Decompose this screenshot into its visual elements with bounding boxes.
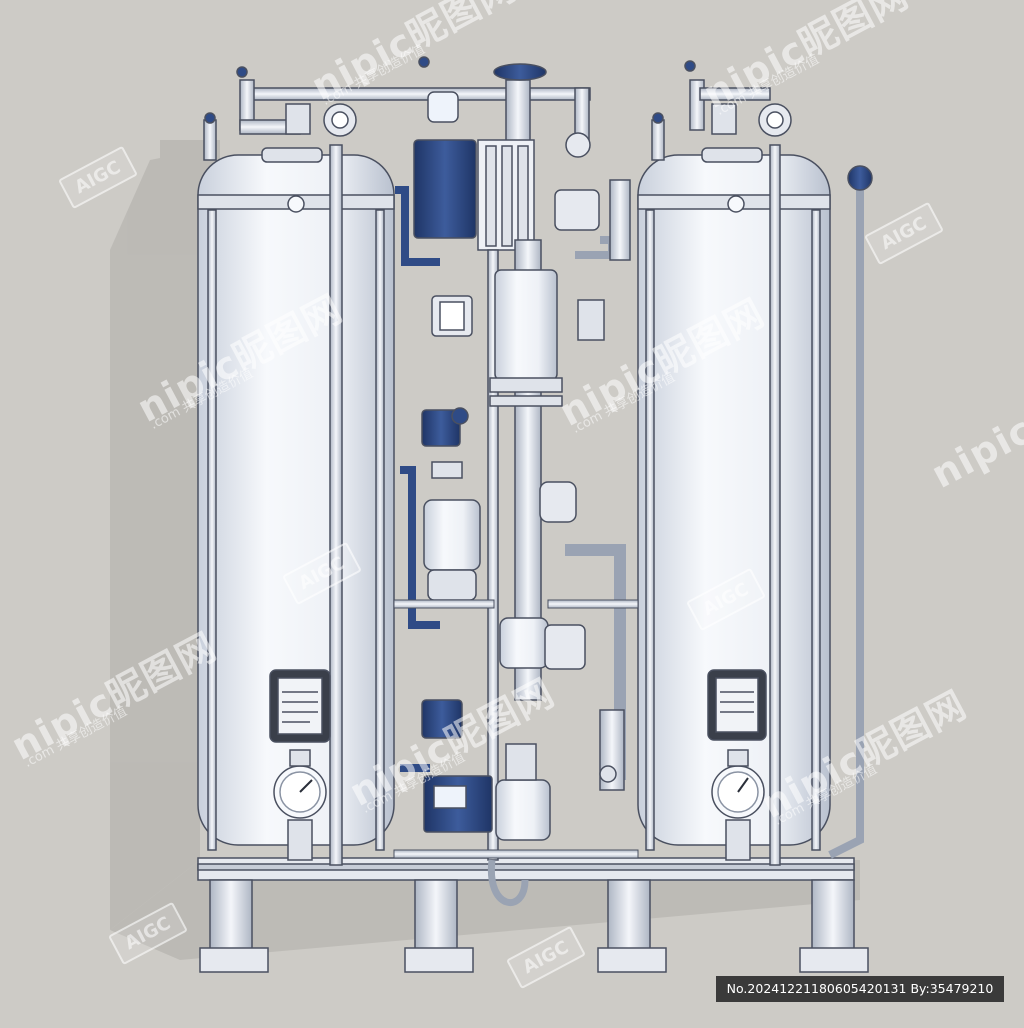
central-equipment [395, 139, 631, 907]
left-tank [197, 144, 395, 866]
top-piping [203, 56, 792, 171]
right-tank [637, 144, 873, 866]
tank-connection-pipes [393, 599, 639, 859]
image-id-caption: No.20241221180605420131 By:35479210 [716, 976, 1004, 1002]
base-frame [197, 857, 869, 973]
